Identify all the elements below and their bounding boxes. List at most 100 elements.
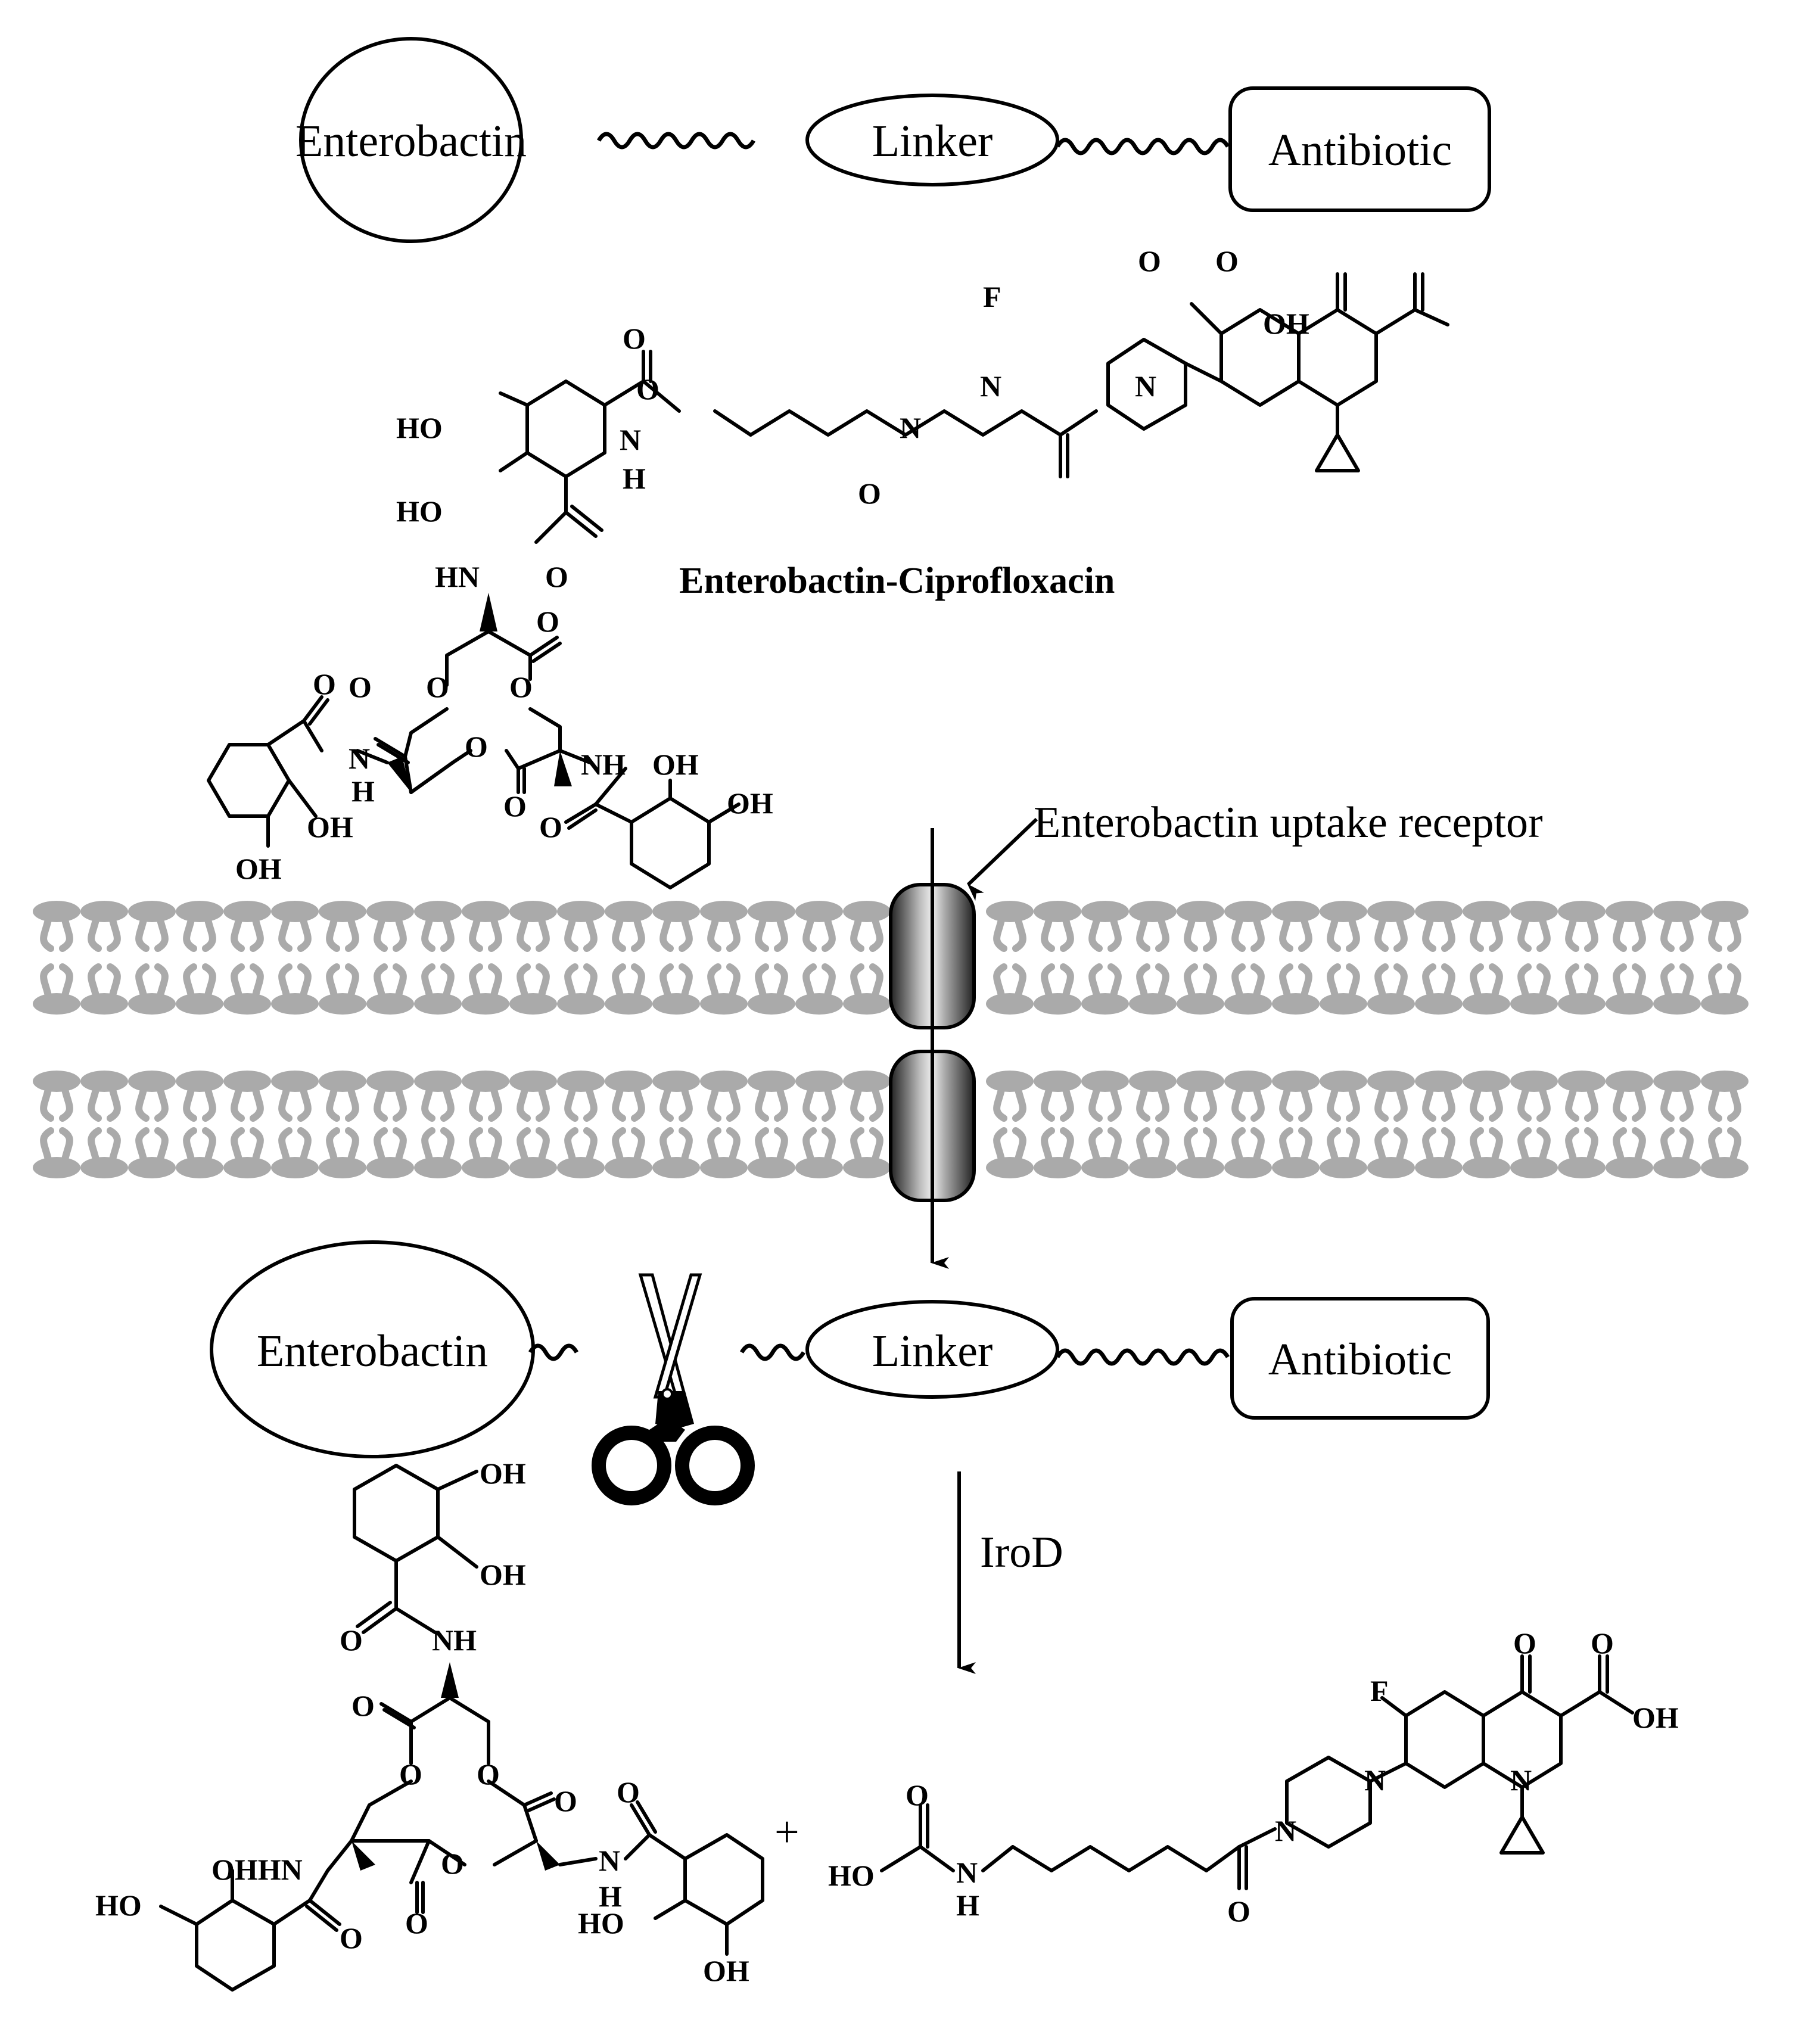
lipid-head — [319, 967, 366, 1015]
lipid-head — [509, 1071, 557, 1118]
p2-atom-n: N — [956, 1856, 978, 1889]
lipid-head — [223, 1131, 271, 1178]
linker-label-bottom: Linker — [872, 1326, 993, 1376]
lipid-head — [1224, 1131, 1272, 1178]
p2-atom-o-carbamic: O — [906, 1778, 929, 1812]
lipid-head — [652, 1071, 700, 1118]
lipid-head — [1081, 967, 1129, 1015]
antibiotic-label-top: Antibiotic — [1268, 125, 1452, 175]
p-atom-o-amide-left: O — [340, 1921, 363, 1955]
p-atom-o-carb-2: O — [554, 1784, 577, 1818]
lipid-head — [176, 1071, 223, 1118]
top-scheme: Enterobactin Linker Antibiotic — [295, 37, 1491, 243]
wavy-bond-top-left — [596, 132, 756, 150]
p-atom-o-ring-3: O — [441, 1847, 464, 1880]
atom-n-amide-1: N — [620, 423, 641, 456]
lipid-head — [1320, 1071, 1367, 1118]
atom-o-ketone: O — [858, 477, 881, 510]
p-atom-oh-top-2: OH — [480, 1558, 526, 1591]
ring-product-left — [195, 1899, 276, 1992]
lipid-head — [1415, 1071, 1463, 1118]
lipid-head — [557, 967, 605, 1015]
lipid-head — [1034, 967, 1081, 1015]
lipid-head — [1606, 1071, 1653, 1118]
atom-o-carb-1: O — [536, 605, 559, 638]
lipid-head — [33, 1131, 80, 1178]
lipid-head — [986, 967, 1034, 1015]
lipid-head — [843, 901, 891, 948]
lipid-head — [176, 901, 223, 948]
lipid-head — [462, 1131, 509, 1178]
lipid-head — [1463, 967, 1510, 1015]
lipid-head — [605, 1071, 652, 1118]
p-atom-o-ring-2: O — [477, 1757, 500, 1791]
lipid-head — [1081, 901, 1129, 948]
lipid-head — [795, 901, 843, 948]
linker-ellipse-top — [805, 94, 1059, 186]
lipid-head — [1034, 901, 1081, 948]
lipid-head — [80, 901, 128, 948]
lipid-head — [795, 967, 843, 1015]
wavy-bond-bottom-c — [1055, 1348, 1230, 1366]
lipid-head — [1081, 1131, 1129, 1178]
p2-atom-f: F — [1370, 1674, 1389, 1707]
lipid-head — [1177, 1071, 1224, 1118]
lipid-head — [271, 1131, 319, 1178]
lipid-head — [1463, 901, 1510, 948]
lipid-head — [509, 901, 557, 948]
lipid-head — [271, 901, 319, 948]
lipid-head — [223, 901, 271, 948]
wavy-bond-bottom-b — [739, 1343, 806, 1361]
lipid-head — [605, 967, 652, 1015]
lipid-head — [1177, 1131, 1224, 1178]
lipid-head — [509, 1131, 557, 1178]
lipid-head — [414, 1071, 462, 1118]
lipid-head — [414, 901, 462, 948]
lipid-head — [33, 901, 80, 948]
wavy-bond-top-right — [1055, 138, 1230, 155]
lipid-head — [366, 967, 414, 1015]
lipid-head — [1701, 1071, 1749, 1118]
p2-atom-n-pip-2: N — [1364, 1763, 1386, 1797]
lipid-head — [1367, 967, 1415, 1015]
lipid-head — [1463, 1071, 1510, 1118]
conjugate-name: Enterobactin-Ciprofloxacin — [679, 561, 1115, 601]
lipid-head — [1129, 1071, 1177, 1118]
lipid-head — [128, 901, 176, 948]
p-atom-oh-top-1: OH — [480, 1457, 526, 1490]
ring-product-top — [353, 1464, 440, 1563]
lipid-head — [557, 901, 605, 948]
atom-o-carb-2: O — [349, 670, 372, 704]
lipid-head — [1606, 901, 1653, 948]
lipid-head — [1510, 967, 1558, 1015]
p2-atom-o-acid: O — [1591, 1626, 1614, 1660]
irod-label: IroD — [980, 1528, 1063, 1577]
lipid-head — [1415, 1131, 1463, 1178]
lipid-head — [557, 1071, 605, 1118]
lipid-head — [80, 1131, 128, 1178]
lipid-head — [1177, 967, 1224, 1015]
lipid-head — [652, 1131, 700, 1178]
p-atom-ohhn: OHHN — [211, 1853, 303, 1886]
p-atom-o-carb-3: O — [405, 1906, 428, 1940]
lipid-head — [33, 967, 80, 1015]
ring-catechol-top — [525, 379, 606, 478]
atom-o-amide-2: O — [313, 667, 336, 701]
lipid-head — [1606, 1131, 1653, 1178]
lipid-head — [1558, 1131, 1606, 1178]
lipid-head — [271, 967, 319, 1015]
atom-oh-left-2: OH — [235, 852, 282, 885]
lipid-head — [1177, 901, 1224, 948]
antibiotic-box-bottom — [1230, 1297, 1490, 1420]
lipid-head — [1129, 967, 1177, 1015]
lipid-head — [1320, 1131, 1367, 1178]
lipid-head — [795, 1071, 843, 1118]
p2-atom-ho: HO — [828, 1859, 875, 1892]
atom-o-amide-1: O — [636, 372, 659, 406]
lipid-head — [1701, 901, 1749, 948]
lipid-head — [1510, 901, 1558, 948]
lipid-head — [319, 1071, 366, 1118]
lipid-head — [462, 967, 509, 1015]
lipid-head — [319, 901, 366, 948]
